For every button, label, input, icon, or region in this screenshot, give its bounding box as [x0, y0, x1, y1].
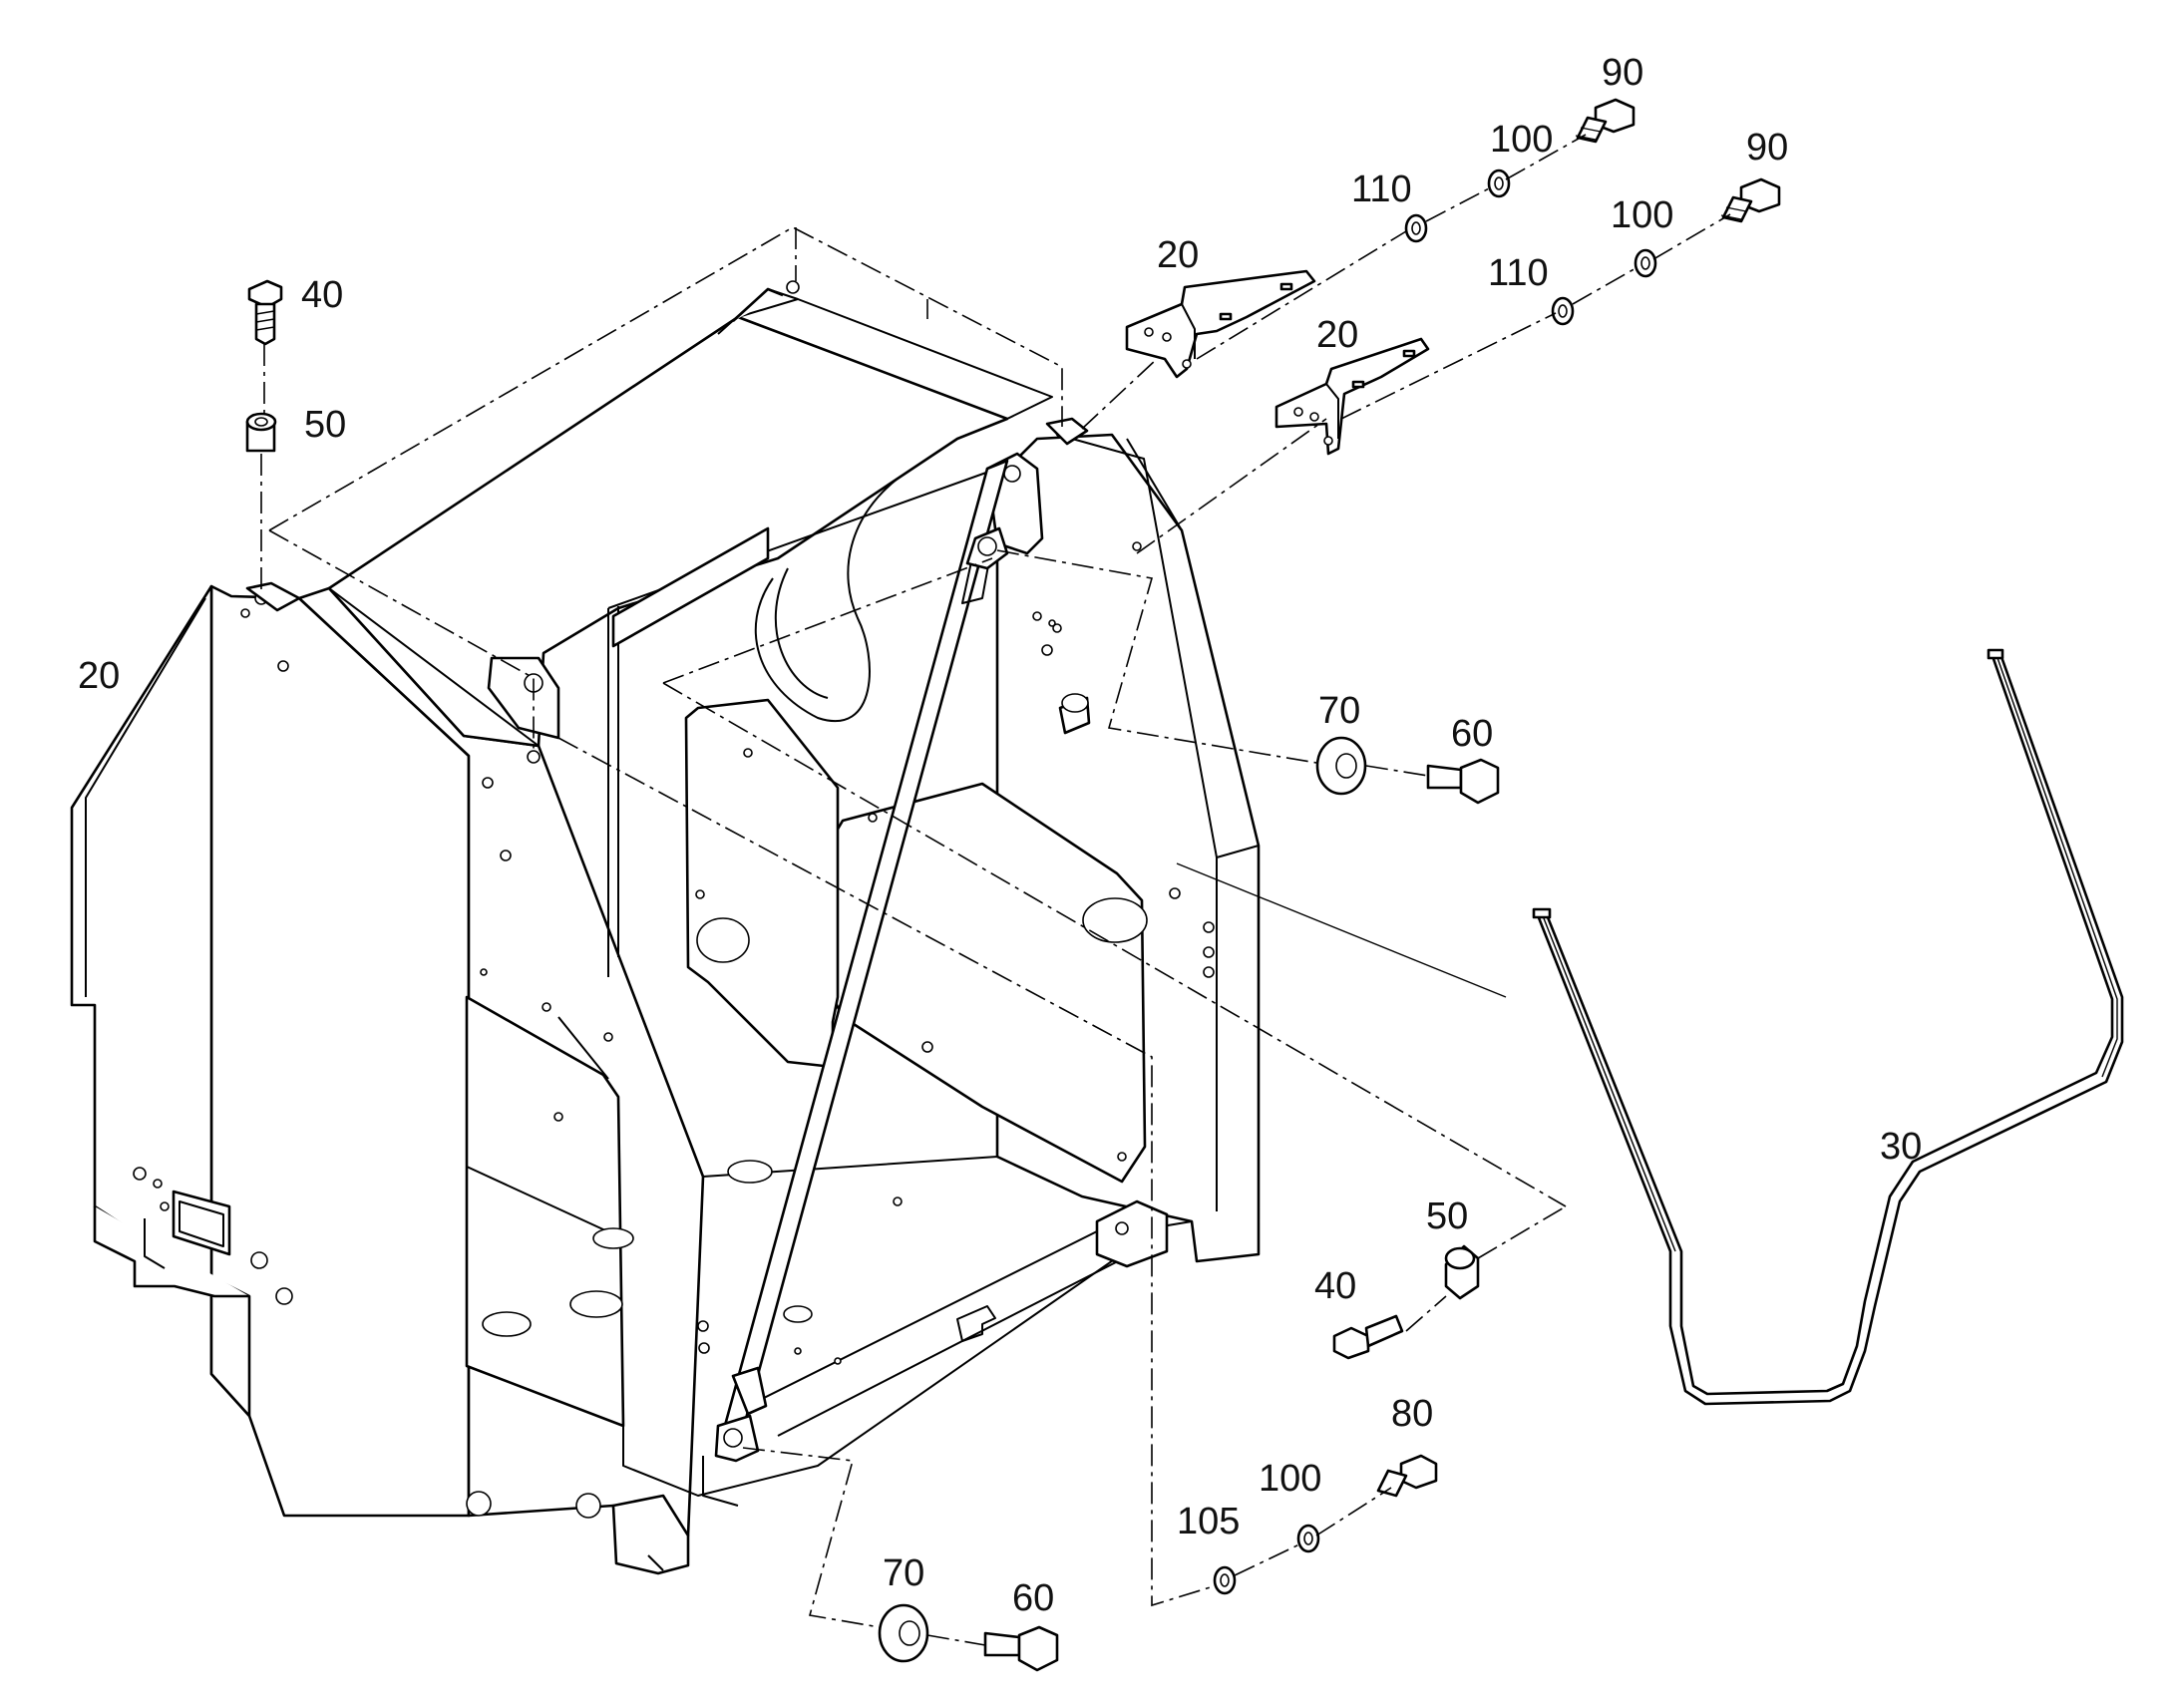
- spacer-50-bolt-40-lower: [1332, 1244, 1480, 1360]
- callout-30-rod: 30: [1880, 1126, 1922, 1168]
- washers-upper: [1404, 169, 1657, 326]
- callout-100-lower: 100: [1259, 1458, 1321, 1500]
- washer-70-bolt-60-right: [1315, 736, 1500, 805]
- callout-70-right: 70: [1318, 690, 1360, 732]
- guard-rod-30: [1532, 648, 2124, 1406]
- callout-60-lower: 60: [1012, 1577, 1054, 1619]
- bolt-90-lower: [1720, 177, 1781, 223]
- callout-100-middle: 100: [1611, 194, 1673, 236]
- callout-100-upper: 100: [1490, 119, 1553, 161]
- bolt-40-top: [247, 279, 283, 346]
- callout-labels: 90 100 90 110 100 20 110 40 20 50 20 70 …: [78, 52, 1922, 1619]
- spacer-50-top: [245, 412, 277, 453]
- callout-110-lower: 110: [1488, 252, 1549, 294]
- washer-70-bolt-60-lower: [878, 1603, 1059, 1672]
- callout-50-lower: 50: [1426, 1196, 1468, 1237]
- frame-body: [70, 280, 1261, 1575]
- bolt-80-washers: [1213, 1454, 1438, 1595]
- callout-105: 105: [1177, 1501, 1240, 1542]
- callout-60-right: 60: [1451, 713, 1493, 755]
- bracket-20-lower: [1274, 337, 1430, 456]
- callout-110-upper: 110: [1351, 169, 1412, 210]
- leader-lines: [260, 134, 1731, 1646]
- callout-90-lower: 90: [1746, 127, 1788, 169]
- callout-20-bracket-upper: 20: [1157, 234, 1199, 276]
- callout-80: 80: [1391, 1393, 1433, 1435]
- callout-90-upper: 90: [1602, 52, 1643, 94]
- callout-20-bracket-lower: 20: [1316, 314, 1358, 356]
- callout-70-lower: 70: [883, 1552, 924, 1594]
- callout-20-frame: 20: [78, 655, 120, 697]
- bracket-20-upper: [1125, 269, 1316, 379]
- callout-40-lower: 40: [1314, 1265, 1356, 1307]
- callout-50-top: 50: [304, 404, 346, 446]
- callout-40-top: 40: [301, 274, 343, 316]
